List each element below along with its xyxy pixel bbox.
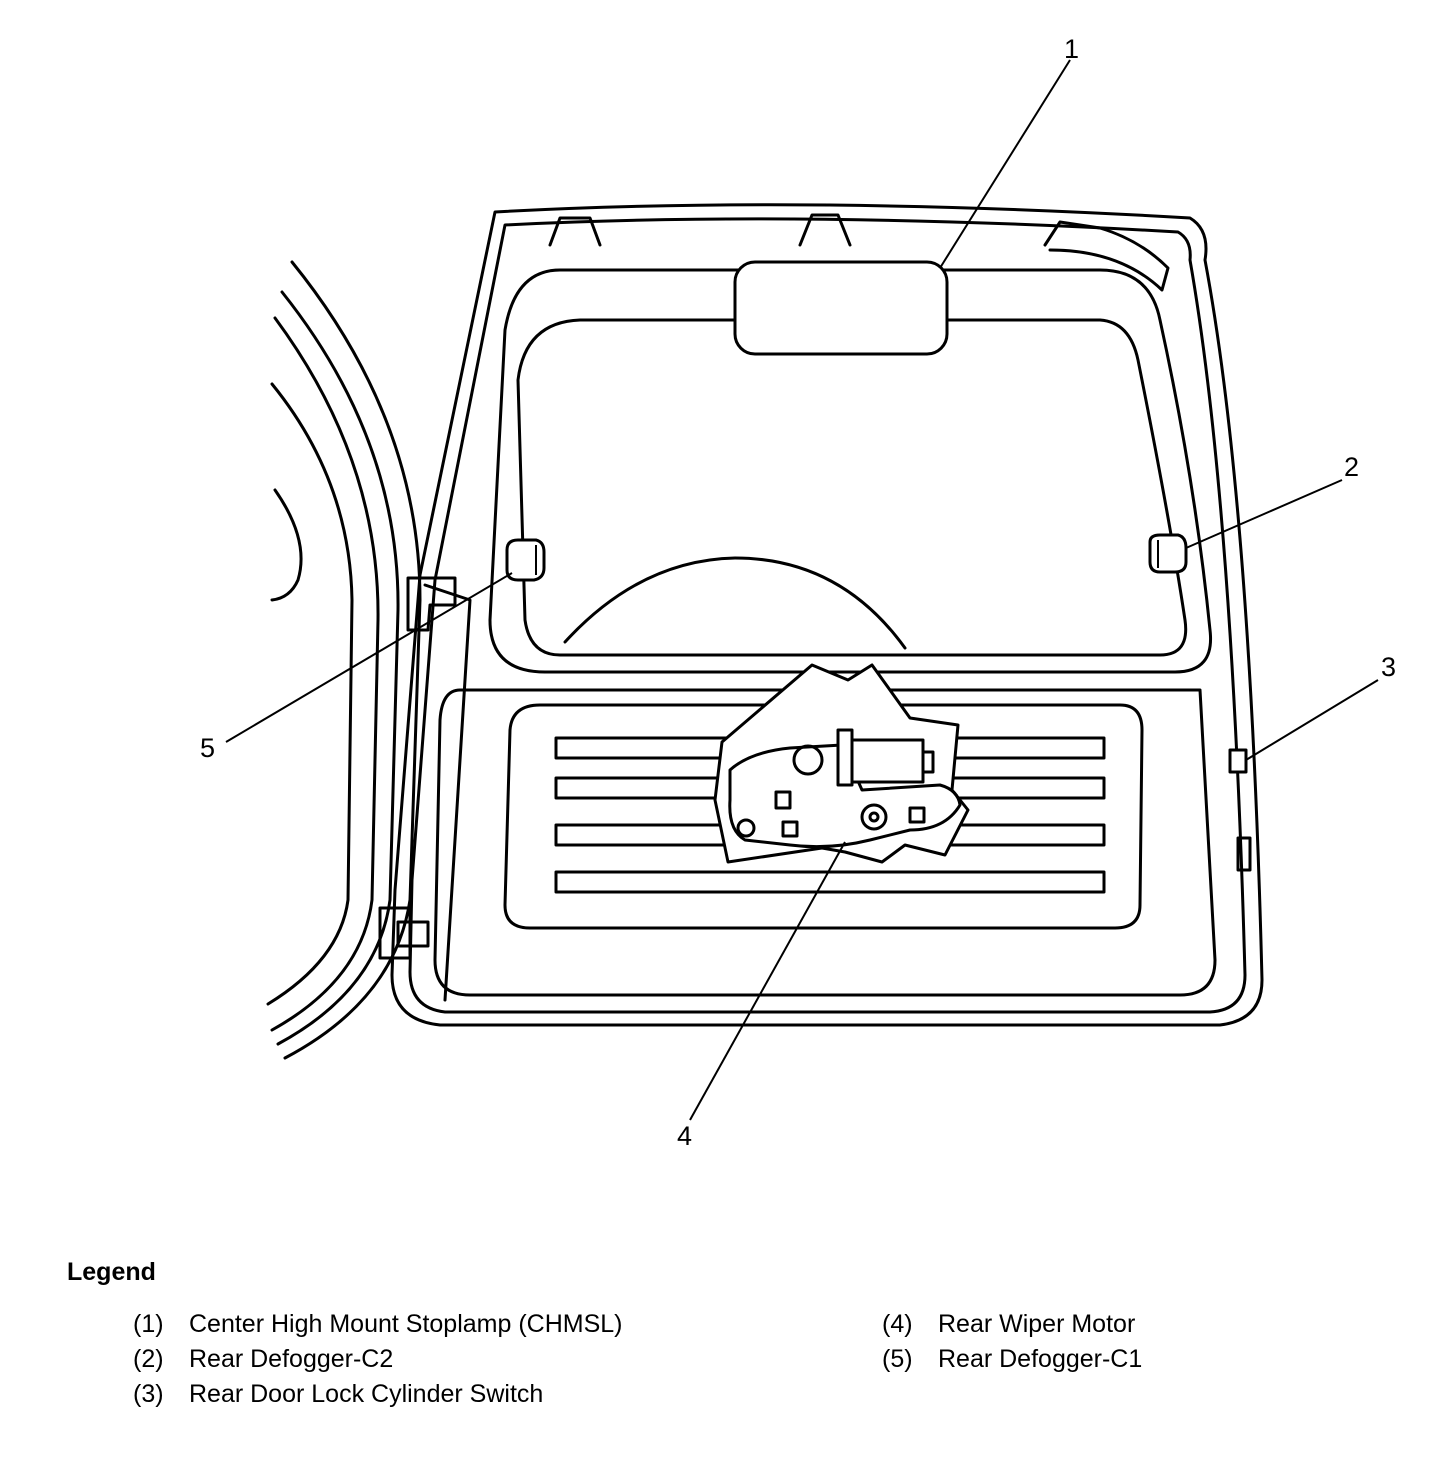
legend-title: Legend — [67, 1258, 156, 1286]
leader-lines — [225, 59, 1379, 1121]
left-hinge-brackets — [378, 576, 457, 960]
legend-item-number: (4) — [882, 1310, 913, 1338]
callout-1: 1 — [1064, 34, 1079, 64]
legend-item-4: (4) Rear Wiper Motor — [882, 1310, 1135, 1339]
legend: Legend (1) Center High Mount Stoplamp (CH… — [0, 1250, 1456, 1478]
legend-item-number: (3) — [133, 1380, 164, 1408]
legend-item-number: (1) — [133, 1310, 164, 1338]
callout-5: 5 — [200, 733, 215, 763]
chmsl-lamp — [733, 260, 949, 356]
callout-3: 3 — [1381, 652, 1396, 682]
legend-item-5: (5) Rear Defogger-C1 — [882, 1345, 1142, 1374]
liftgate-frame — [390, 203, 1264, 1027]
legend-item-number: (2) — [133, 1345, 164, 1373]
legend-item-3: (3) Rear Door Lock Cylinder Switch — [133, 1380, 543, 1409]
legend-item-label: Rear Defogger-C1 — [938, 1345, 1143, 1373]
legend-item-1: (1) Center High Mount Stoplamp (CHMSL) — [133, 1310, 623, 1339]
legend-item-label: Rear Wiper Motor — [938, 1310, 1136, 1338]
liftgate-component-diagram: 1 2 3 4 5 — [200, 34, 1396, 1151]
rear-defogger-c2-connector — [1148, 533, 1188, 574]
legend-item-label: Center High Mount Stoplamp (CHMSL) — [189, 1310, 623, 1338]
legend-item-2: (2) Rear Defogger-C2 — [133, 1345, 393, 1374]
legend-item-number: (5) — [882, 1345, 913, 1373]
callout-2: 2 — [1344, 452, 1359, 482]
glass-frame — [488, 268, 1213, 674]
top-hinges — [548, 213, 1170, 292]
rear-wiper-motor — [713, 663, 970, 864]
legend-item-label: Rear Defogger-C2 — [189, 1345, 394, 1373]
lock-cylinder-switch — [1228, 748, 1252, 872]
callout-4: 4 — [677, 1121, 692, 1151]
legend-item-label: Rear Door Lock Cylinder Switch — [189, 1380, 544, 1408]
rear-defogger-c1-connector — [505, 538, 546, 582]
